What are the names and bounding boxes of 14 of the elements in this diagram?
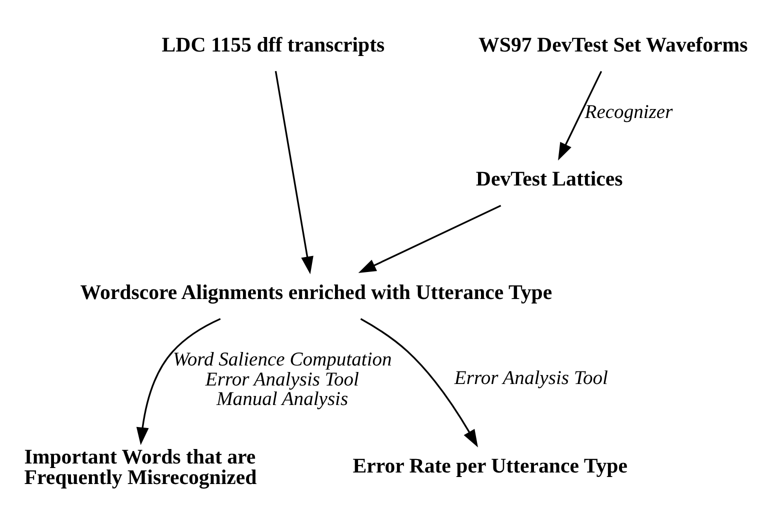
node-text: WS97 DevTest Set Waveforms [478, 32, 748, 56]
arrow [358, 204, 502, 272]
arrow [558, 70, 602, 160]
edge-label: Error Analysis Tool [454, 367, 608, 388]
arrow [274, 70, 314, 274]
arrow [360, 318, 478, 447]
node-text: LDC 1155 dff transcripts [162, 32, 385, 56]
node-text: Important Words that are Frequently Misrecognized [24, 444, 257, 489]
arrow [136, 318, 221, 445]
node-text: DevTest Lattices [476, 166, 623, 190]
node-text: Wordscore Alignments enriched with Utterance Type [80, 279, 552, 304]
node-text: Error Rate per Utterance Type [352, 452, 628, 477]
edge-label: Recognizer [584, 102, 673, 123]
edge-label: Word Salience Computation Error Analysis Tool Manual Analysis [172, 349, 392, 410]
